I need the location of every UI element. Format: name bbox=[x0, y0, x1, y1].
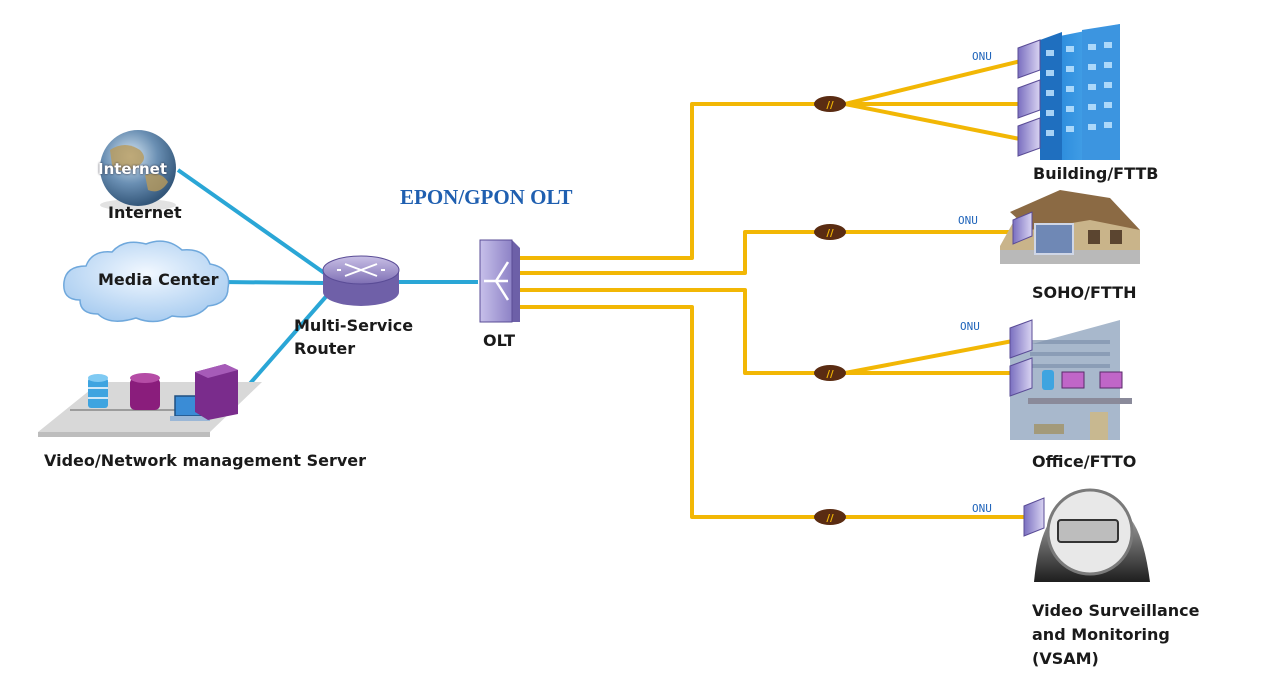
uplink-lines bbox=[176, 168, 478, 397]
internet-label: Internet bbox=[108, 203, 182, 222]
olt-label: OLT bbox=[483, 331, 516, 350]
vsam-label-line2: and Monitoring bbox=[1032, 625, 1170, 644]
server-label: Video/Network management Server bbox=[44, 451, 367, 470]
uplink-server bbox=[238, 290, 332, 397]
uplink-media-center bbox=[221, 280, 326, 285]
database-icon bbox=[88, 374, 108, 408]
router-label-line2: Router bbox=[294, 339, 356, 358]
router-label-line1: Multi-Service bbox=[294, 316, 414, 335]
svg-text://: // bbox=[826, 369, 834, 380]
fiber-to-soho bbox=[516, 230, 1020, 275]
splitters: // // // // bbox=[814, 96, 846, 525]
vsam-label-line3: (VSAM) bbox=[1032, 649, 1099, 668]
splitter-office: // bbox=[814, 365, 846, 381]
tower-server-icon bbox=[195, 364, 238, 420]
vsam-label-line1: Video Surveillance bbox=[1032, 601, 1200, 620]
house-icon bbox=[1000, 190, 1140, 264]
fiber-to-vsam bbox=[516, 305, 1030, 519]
onu-device-icon bbox=[1017, 39, 1041, 157]
media-center-label: Media Center bbox=[98, 270, 219, 289]
svg-text://: // bbox=[826, 513, 834, 524]
office-icon bbox=[1009, 319, 1132, 440]
cloud-icon bbox=[63, 240, 230, 323]
uplink-internet bbox=[176, 168, 332, 279]
diagram-title: EPON/GPON OLT bbox=[400, 185, 573, 209]
onu-label-building: ONU bbox=[972, 50, 992, 63]
fiber-to-building bbox=[516, 102, 1025, 260]
internet-globe-icon bbox=[100, 130, 176, 211]
fiber-lines bbox=[516, 58, 1030, 519]
globe-text: Internet bbox=[98, 160, 168, 178]
svg-text://: // bbox=[826, 228, 834, 239]
onu-device-icon bbox=[1009, 319, 1033, 397]
server-group-icon bbox=[38, 364, 262, 437]
olt-icon bbox=[479, 239, 520, 323]
router-icon bbox=[322, 255, 400, 306]
onu-label-soho: ONU bbox=[958, 214, 978, 227]
camera-dome-icon bbox=[1023, 488, 1150, 582]
building-icon bbox=[1017, 24, 1120, 160]
fiber-to-office bbox=[516, 288, 1018, 375]
onu-label-vsam: ONU bbox=[972, 502, 992, 515]
splitter-vsam: // bbox=[814, 509, 846, 525]
office-label: Office/FTTO bbox=[1032, 452, 1137, 471]
storage-icon bbox=[130, 373, 160, 410]
building-label: Building/FTTB bbox=[1033, 164, 1159, 183]
office-computer-icons bbox=[1042, 370, 1123, 390]
svg-text://: // bbox=[826, 100, 834, 111]
soho-label: SOHO/FTTH bbox=[1032, 283, 1137, 302]
splitter-building: // bbox=[814, 96, 846, 112]
splitter-soho: // bbox=[814, 224, 846, 240]
onu-label-office: ONU bbox=[960, 320, 980, 333]
